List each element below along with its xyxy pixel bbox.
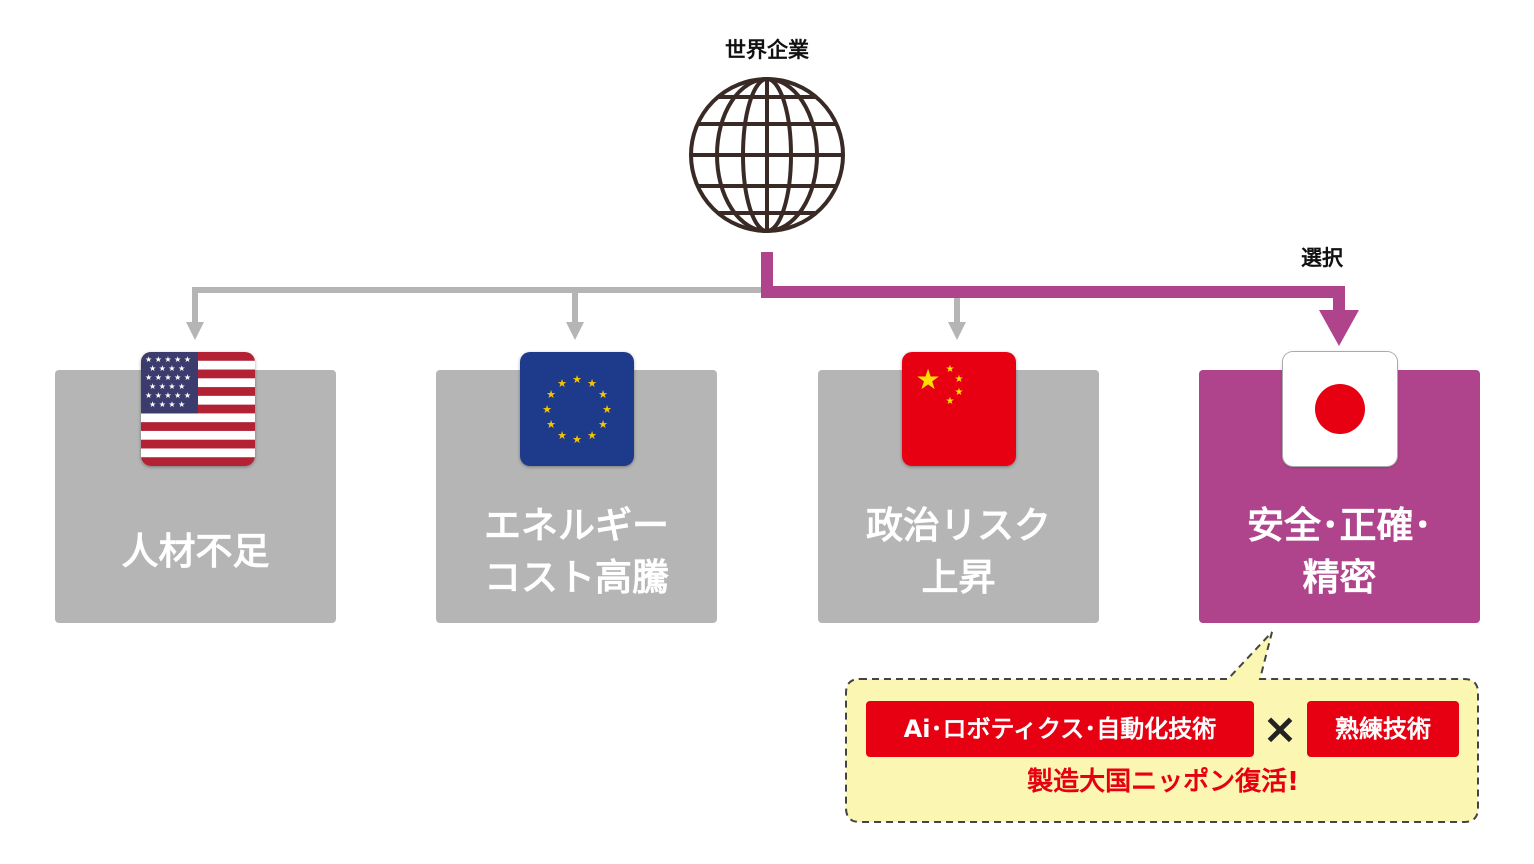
svg-text:★: ★: [542, 403, 552, 416]
svg-text:★: ★: [587, 429, 597, 442]
skilled-technique-label: 熟練技術: [1307, 701, 1459, 757]
card-text: 政治リスク 上昇: [866, 504, 1051, 599]
card-text: 人材不足: [121, 530, 270, 573]
china-flag-icon: ★ ★ ★ ★ ★: [902, 352, 1016, 466]
svg-text:★: ★: [557, 377, 567, 390]
world-company-label: 世界企業: [725, 38, 809, 62]
svg-text:★: ★: [598, 418, 608, 431]
svg-text:★: ★: [572, 373, 582, 386]
svg-text:★: ★: [587, 377, 597, 390]
svg-text:★: ★: [602, 403, 612, 416]
ai-robotics-label: Ai･ロボティクス･自動化技術: [866, 701, 1254, 757]
svg-text:★ ★ ★ ★: ★ ★ ★ ★: [149, 382, 185, 391]
usa-flag-icon: ★ ★ ★ ★ ★ ★ ★ ★ ★ ★ ★ ★ ★ ★ ★ ★ ★ ★ ★ ★ …: [141, 352, 255, 466]
svg-text:★ ★ ★ ★ ★: ★ ★ ★ ★ ★: [145, 391, 191, 400]
svg-text:★: ★: [557, 429, 567, 442]
card-text: エネルギー コスト高騰: [484, 504, 669, 599]
globe-icon: [689, 77, 845, 233]
selected-arrowhead: [1319, 310, 1359, 346]
svg-text:★ ★ ★ ★: ★ ★ ★ ★: [149, 400, 185, 409]
svg-text:★: ★: [946, 364, 955, 375]
svg-text:★ ★ ★ ★ ★: ★ ★ ★ ★ ★: [145, 373, 191, 382]
japan-flag-icon: [1283, 352, 1397, 466]
card-text: 安全･正確･ 精密: [1247, 504, 1432, 599]
selection-label: 選択: [1301, 246, 1343, 270]
selected-connector: [761, 252, 1345, 318]
svg-text:★ ★ ★ ★: ★ ★ ★ ★: [149, 364, 185, 373]
svg-text:★: ★: [546, 418, 556, 431]
svg-text:★: ★: [955, 387, 964, 398]
multiply-icon: ×: [1262, 704, 1298, 753]
svg-text:★: ★: [572, 433, 582, 446]
revival-slogan: 製造大国ニッポン復活!: [1027, 767, 1299, 797]
svg-text:★: ★: [955, 374, 964, 385]
svg-text:★ ★ ★ ★ ★: ★ ★ ★ ★ ★: [145, 355, 191, 364]
svg-text:★: ★: [946, 396, 955, 407]
svg-text:★: ★: [546, 388, 556, 401]
svg-text:★: ★: [598, 388, 608, 401]
gray-arrowheads: [186, 322, 966, 340]
svg-text:★: ★: [915, 363, 940, 396]
eu-flag-icon: ★ ★ ★ ★ ★ ★ ★ ★ ★ ★ ★ ★: [520, 352, 634, 466]
